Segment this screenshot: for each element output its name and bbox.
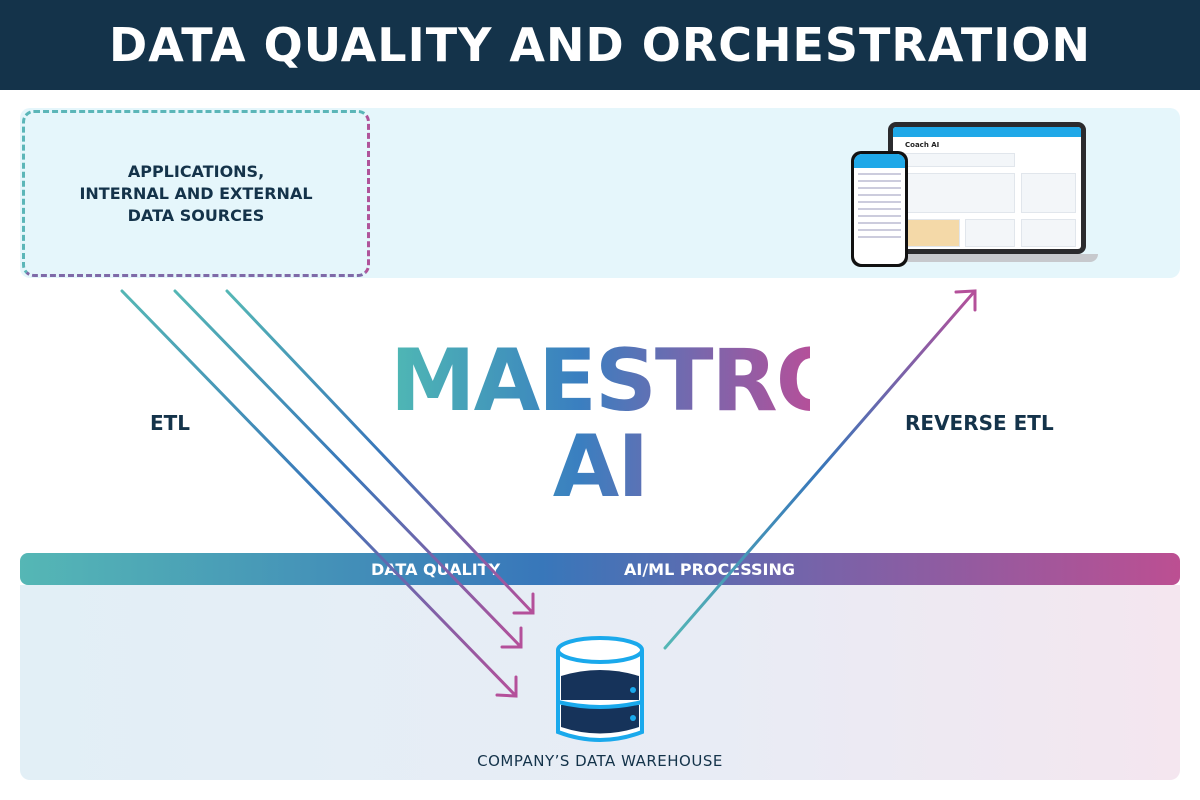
laptop-mockup: Coach AI xyxy=(888,122,1086,254)
laptop-base xyxy=(876,254,1098,262)
etl-label: ETL xyxy=(150,411,191,435)
reverse-etl-arrow-head xyxy=(954,289,977,312)
reverse-etl-arrow xyxy=(663,290,976,650)
etl-arrow-head-3 xyxy=(512,592,535,615)
reverse-etl-label: REVERSE ETL xyxy=(905,411,1054,435)
data-quality-label: DATA QUALITY xyxy=(371,560,501,579)
data-sources-label: APPLICATIONS, INTERNAL AND EXTERNAL DATA… xyxy=(79,161,313,225)
header: DATA QUALITY AND ORCHESTRATION xyxy=(0,0,1200,90)
app-title: Coach AI xyxy=(905,141,940,149)
database-icon xyxy=(556,636,644,742)
phone-mockup xyxy=(851,151,908,267)
brand-line-1: MAESTRO xyxy=(390,331,847,431)
etl-arrow-head-1 xyxy=(495,675,518,698)
etl-arrow-head-2 xyxy=(500,626,523,649)
ai-ml-processing-label: AI/ML PROCESSING xyxy=(624,560,795,579)
processing-bar: DATA QUALITY AI/ML PROCESSING xyxy=(20,553,1180,585)
etl-arrow-2 xyxy=(173,289,522,648)
data-sources-box: APPLICATIONS, INTERNAL AND EXTERNAL DATA… xyxy=(22,110,370,277)
etl-arrow-3 xyxy=(225,289,534,614)
brand-line-2: AI xyxy=(552,417,648,517)
page-title: DATA QUALITY AND ORCHESTRATION xyxy=(109,18,1091,72)
etl-arrow-1 xyxy=(120,289,517,697)
warehouse-label: COMPANY’S DATA WAREHOUSE xyxy=(477,752,723,770)
